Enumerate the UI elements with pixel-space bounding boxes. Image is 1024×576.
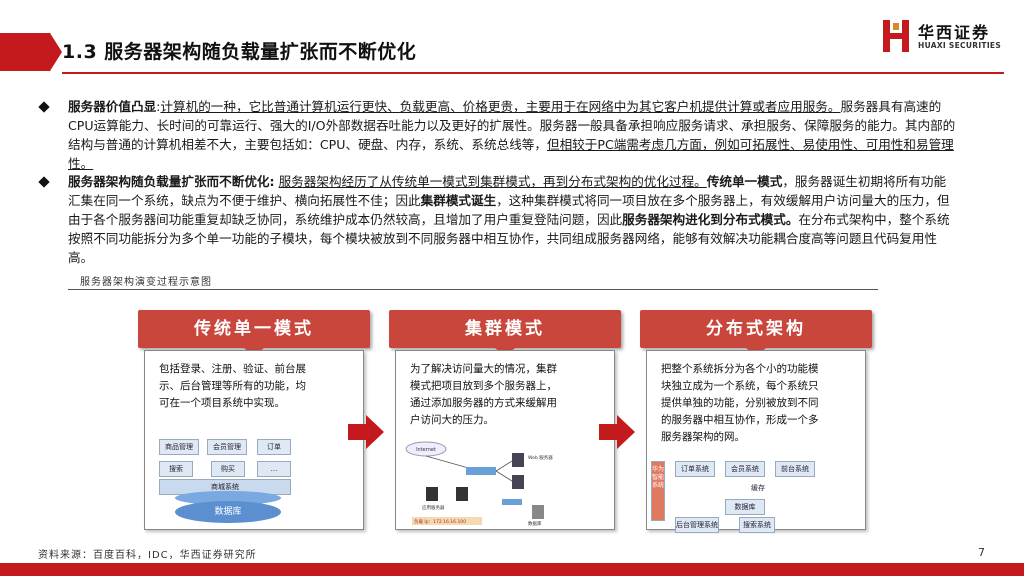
app-server-label: 应用服务器 [422,504,445,511]
module-box: 缓存 [743,481,773,495]
module-box: 华为智能系统 [651,461,665,521]
right-arrow-icon [348,415,384,449]
panel-text: 把整个系统拆分为各个小的功能模块独立成为一个系统，每个系统只提供单独的功能，分别… [661,363,819,443]
module-box: 购买 [211,461,245,477]
panel-body: 包括登录、注册、验证、前台展示、后台管理等所有的功能，均可在一个项目系统中实现。… [144,350,364,530]
bullet-text: 服务器架构经历了从传统单一模式到集群模式，再到分布式架构的优化过程。 [278,174,707,189]
panel-title: 传统单一模式 [194,319,314,339]
bullet-bold: 集群模式诞生 [420,193,497,208]
panel-cluster: 集群模式 为了解决访问量大的情况，集群模式把项目放到多个服务器上，通过添加服务器… [389,310,621,532]
module-box: 搜索系统 [739,517,775,533]
page-number: 7 [978,546,985,559]
bullet-text: 服务器具有高速的CPU运算能力、长时间的可靠运行、强大的I/O外部数据吞吐能力以… [68,99,956,152]
huaxi-logo-icon [883,20,909,52]
bullet-text: 但相较于PC端需考虑几方面，例如可拓展性、易使用性、可用性和易管理性。 [68,137,954,171]
page-title: 1.3 服务器架构随负载量扩张而不断优化 [62,41,417,63]
caption-rule [68,289,878,290]
bullet-paragraph-2: 服务器架构随负载量扩张而不断优化: 服务器架构经历了从传统单一模式到集群模式，再… [68,172,958,267]
panel-header: 传统单一模式 [138,310,370,348]
module-box: 会员系统 [725,461,765,477]
panel-traditional: 传统单一模式 包括登录、注册、验证、前台展示、后台管理等所有的功能，均可在一个项… [138,310,370,532]
panel-header: 集群模式 [389,310,621,348]
title-accent-chevron [50,33,62,71]
bullet-bold: 服务器架构进化到分布式模式。 [622,212,799,227]
module-box: 会员管理 [207,439,247,455]
web-server-label: Web 服务器 [528,454,553,461]
bullet-text: 在分布式架构中，整个系统按照不同功能拆分为多个单一功能的子模块，每个模块被放到不… [68,212,950,265]
internet-label: Internet [416,447,436,453]
bullet-text: 计算机的一种，它比普通计算机运行更快、负载更高、价格更贵，主要用于在网络中为其它… [160,99,841,114]
module-box: 后台管理系统 [675,517,719,533]
company-logo: 华西证券 HUAXI SECURITIES [882,17,1012,57]
panel-header: 分布式架构 [640,310,872,348]
bullet-lead: 服务器价值凸显 [68,99,157,114]
module-box: 数据库 [725,499,765,515]
logo-chinese-name: 华西证券 [918,23,991,42]
panel-body: 把整个系统拆分为各个小的功能模块独立成为一个系统，每个系统只提供单独的功能，分别… [646,350,866,533]
module-box: 订单 [257,439,291,455]
panel-body: 为了解决访问量大的情况，集群模式把项目放到多个服务器上，通过添加服务器的方式来缓… [395,350,615,530]
footer-bar [0,563,1024,576]
module-box: 前台系统 [775,461,815,477]
database-icon: 数据库 [175,501,281,523]
module-box: 搜索 [159,461,193,477]
panel-distributed: 分布式架构 把整个系统拆分为各个小的功能模块独立成为一个系统，每个系统只提供单独… [640,310,872,533]
bullet-text: ，服务器诞生初期将所有功能汇集在同一个系统，缺点为不便于维护、横向拓展性不佳；因… [68,174,947,208]
module-box: ... [257,461,291,477]
panel-text: 包括登录、注册、验证、前台展示、后台管理等所有的功能，均可在一个项目系统中实现。 [159,363,306,409]
title-rule [62,72,1004,74]
bullet-paragraph-1: 服务器价值凸显:计算机的一种，它比普通计算机运行更快、负载更高、价格更贵，主要用… [68,97,958,173]
source-note: 资料来源：百度百科，IDC，华西证券研究所 [38,550,257,561]
bullet-lead: 服务器架构随负载量扩张而不断优化: [68,174,275,189]
database-label: 数据库 [528,520,542,527]
panel-text: 为了解决访问量大的情况，集群模式把项目放到多个服务器上，通过添加服务器的方式来缓… [410,363,557,426]
panel-title: 分布式架构 [706,319,806,339]
right-arrow-icon [599,415,635,449]
module-box: 商品管理 [159,439,199,455]
logo-english-name: HUAXI SECURITIES [918,41,1002,50]
module-box: 订单系统 [675,461,715,477]
panel-title: 集群模式 [465,319,545,339]
diagram-caption: 服务器架构演变过程示意图 [80,277,212,288]
bullet-separator: : [156,99,161,114]
balancer-ip-label: 负载 Ip：172.16.16.100 [414,518,466,525]
bullet-diamond-icon [38,176,50,188]
title-accent-bar [0,33,50,71]
cluster-diagram: Internet Web 服务器 应用服务器 数据库 负载 Ip：172.16.… [405,441,553,527]
bullet-text: ，这种集群模式将同一项目放在多个服务器上，有效缓解用户访问量大的压力，但由于各个… [68,193,950,227]
bullet-diamond-icon [38,101,50,113]
bullet-bold: 传统单一模式 [706,174,783,189]
